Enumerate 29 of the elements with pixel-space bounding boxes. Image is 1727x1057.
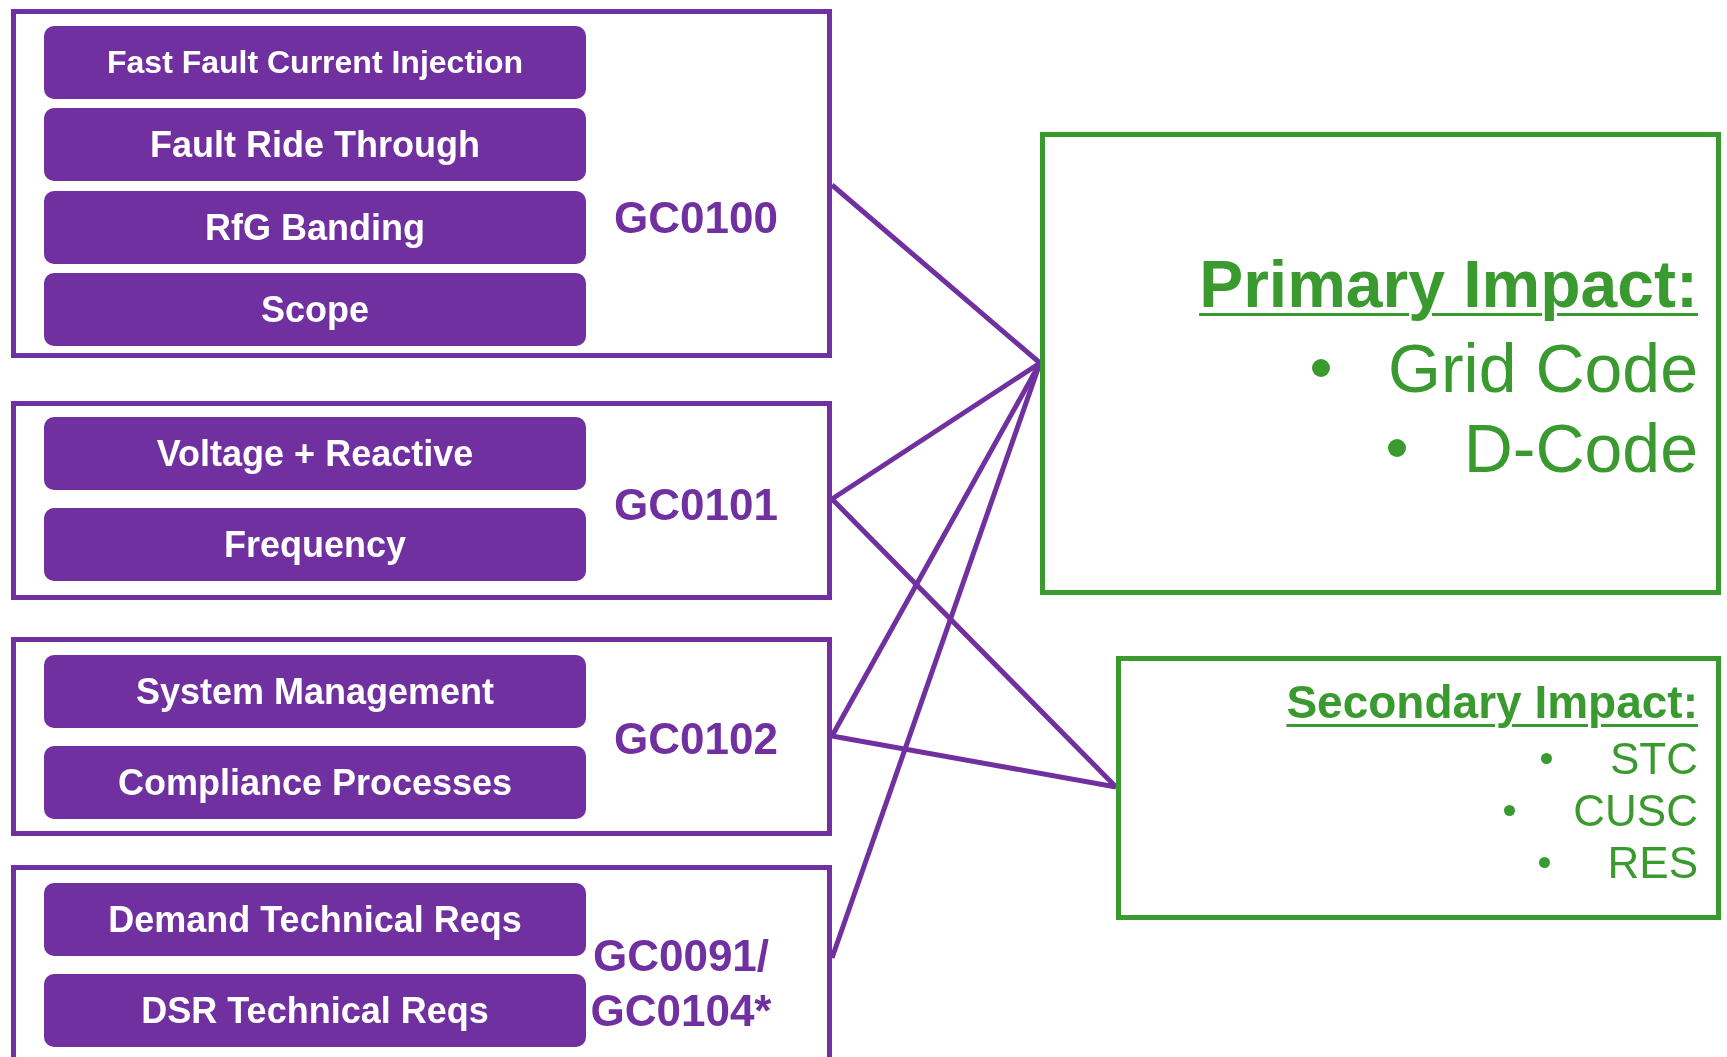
requirement-tag: System Management	[44, 655, 586, 728]
requirement-tag: Scope	[44, 273, 586, 346]
requirement-tag: RfG Banding	[44, 191, 586, 264]
impact-heading: Primary Impact:	[1198, 246, 1698, 323]
impact-box	[1040, 132, 1721, 595]
group-box	[11, 401, 832, 600]
impact-item: CUSC	[1573, 784, 1698, 837]
requirement-tag: DSR Technical Reqs	[44, 974, 586, 1047]
code-label: GC0091/ GC0104*	[589, 930, 773, 1037]
connector-line	[830, 183, 1042, 365]
code-label: GC0101	[613, 479, 779, 531]
code-label: GC0102	[613, 713, 779, 765]
requirement-tag: Demand Technical Reqs	[44, 883, 586, 956]
group-box	[11, 865, 832, 1057]
requirement-tag: Fault Ride Through	[44, 108, 586, 181]
impact-heading: Secondary Impact:	[1285, 675, 1698, 730]
group-box	[11, 637, 832, 836]
group-box	[11, 9, 832, 358]
requirement-tag: Compliance Processes	[44, 746, 586, 819]
requirement-tag: Frequency	[44, 508, 586, 581]
requirement-tag: Fast Fault Current Injection	[44, 26, 586, 99]
impact-item: STC	[1610, 732, 1698, 785]
requirement-tag: Voltage + Reactive	[44, 417, 586, 490]
impact-item: D-Code	[1463, 409, 1698, 489]
impact-box	[1116, 656, 1721, 920]
impact-item: RES	[1607, 836, 1698, 889]
impact-item: Grid Code	[1388, 328, 1698, 408]
connector-line	[831, 733, 1117, 790]
code-label: GC0100	[613, 192, 779, 244]
